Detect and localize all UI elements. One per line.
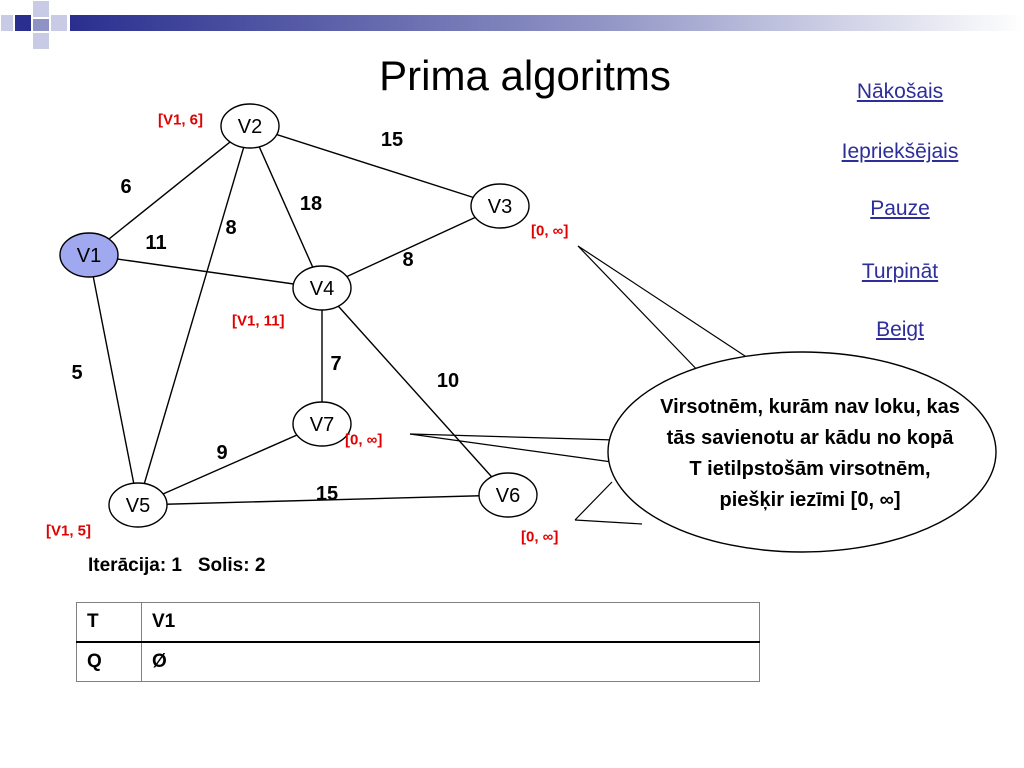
callout-pointer-v7	[409, 433, 616, 441]
edge-v2-v3	[249, 125, 501, 207]
set-t-key: T	[76, 602, 142, 643]
table-row: Q Ø	[76, 641, 760, 682]
mark-v3: [0, ∞]	[531, 223, 568, 240]
callout-pointer-v3	[577, 245, 749, 359]
weight-v1-v2: 6	[120, 176, 131, 198]
weight-v5-v7: 9	[216, 442, 227, 464]
table-row: T V1	[76, 602, 760, 643]
corner-decoration	[1, 1, 1024, 49]
mark-v6: [0, ∞]	[521, 529, 558, 546]
callout-pointer-v7	[409, 433, 613, 463]
continue-link[interactable]: Turpināt	[861, 260, 939, 283]
callout-pointer-v6	[574, 481, 613, 521]
edge-v2-v5	[137, 125, 251, 506]
mark-v7: [0, ∞]	[345, 432, 382, 449]
node-v3	[470, 183, 530, 229]
callout-bubble	[607, 351, 997, 553]
step-label: Solis: 2	[197, 555, 266, 576]
edge-v1-v2	[88, 125, 251, 256]
previous-link[interactable]: Iepriekšējais	[841, 140, 959, 163]
edge-v5-v6	[137, 494, 509, 506]
node-v5	[108, 482, 168, 528]
weight-v5-v6: 15	[316, 483, 338, 505]
mark-v5: [V1, 5]	[46, 523, 91, 540]
callout-text: Virsotnēm, kurām nav loku, kas tās savie…	[660, 396, 960, 511]
weight-v2-v5: 8	[225, 217, 236, 239]
edge-v5-v7	[137, 423, 323, 506]
node-v1-label: V1	[77, 245, 101, 267]
node-v7	[292, 401, 352, 447]
node-v2-label: V2	[238, 116, 262, 138]
set-q-value: Ø	[141, 641, 760, 682]
callout-pointer-v3	[577, 245, 706, 379]
node-v4-label: V4	[310, 278, 334, 300]
node-v6-label: V6	[496, 485, 520, 507]
edge-v3-v4	[321, 205, 501, 289]
node-v3-label: V3	[488, 196, 512, 218]
sets-table: T V1 Q Ø	[76, 602, 760, 682]
weight-v4-v6: 10	[437, 370, 459, 392]
node-v7-label: V7	[310, 414, 334, 436]
status-line: Iterācija: 1 Solis: 2	[88, 555, 265, 577]
weight-v3-v4: 8	[402, 249, 413, 271]
set-q-key: Q	[76, 641, 142, 682]
node-v6	[478, 472, 538, 518]
end-link[interactable]: Beigt	[876, 318, 924, 341]
edge-v2-v4	[249, 125, 323, 289]
node-v2	[220, 103, 280, 149]
mark-v4: [V1, 11]	[232, 313, 285, 330]
set-t-value: V1	[141, 602, 760, 643]
weight-v2-v4: 18	[300, 193, 322, 215]
node-v1	[59, 232, 119, 278]
weight-v2-v3: 15	[381, 129, 403, 151]
edge-v1-v5	[88, 254, 139, 506]
edge-v4-v6	[321, 287, 509, 496]
weight-v1-v4: 11	[145, 232, 166, 254]
node-v4	[292, 265, 352, 311]
node-v5-label: V5	[126, 495, 150, 517]
mark-v2: [V1, 6]	[158, 112, 203, 129]
edge-v1-v4	[88, 254, 323, 289]
weight-v4-v7: 7	[330, 353, 341, 375]
pause-link[interactable]: Pauze	[870, 197, 930, 220]
slide-title: Prima algoritms	[379, 52, 671, 99]
next-link[interactable]: Nākošais	[856, 80, 944, 103]
callout-pointer-v6	[574, 519, 643, 525]
iteration-label: Iterācija: 1	[88, 555, 182, 576]
weight-v1-v5: 5	[71, 362, 82, 384]
